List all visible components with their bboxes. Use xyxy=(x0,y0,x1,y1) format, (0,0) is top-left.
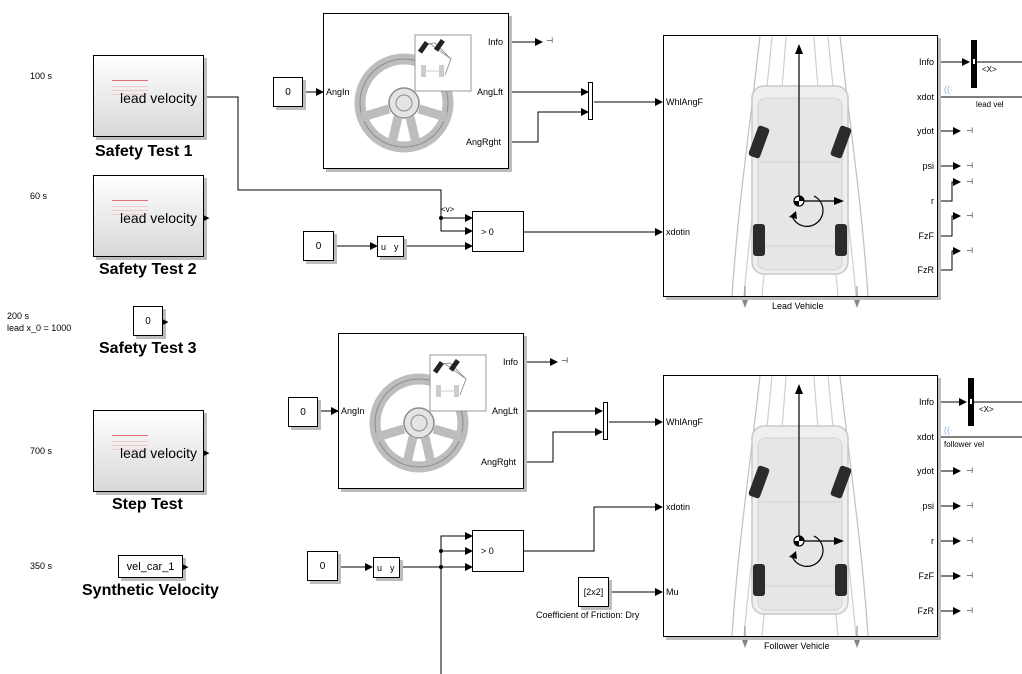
safety-test-1-name: Safety Test 1 xyxy=(95,143,193,160)
output-port-arrow: ▸ xyxy=(204,447,210,459)
note-test2-time: 60 s xyxy=(30,191,48,201)
lead-switch-constant[interactable]: 0 xyxy=(303,231,334,261)
output-port-arrow: ▸ xyxy=(204,212,210,224)
follower-out-info: Info xyxy=(918,397,934,407)
terminator-icon: ⊣ xyxy=(966,466,973,475)
follower-switch-threshold: > 0 xyxy=(481,546,494,556)
follower-mux[interactable] xyxy=(603,402,608,440)
safety-test-1-block[interactable]: lead velocity xyxy=(93,55,204,137)
follower-selector-label: <X> xyxy=(979,405,994,414)
follower-steer-constant[interactable]: 0 xyxy=(288,397,318,427)
note-synthetic-time: 350 s xyxy=(30,561,53,571)
lead-out-psi: psi xyxy=(922,161,934,171)
follower-vehicle-block[interactable] xyxy=(663,375,938,637)
follower-steering-block[interactable] xyxy=(338,333,524,489)
signal-label: lead velocity xyxy=(119,445,197,461)
bus-selector-icon[interactable] xyxy=(971,40,977,88)
friction-name: Coefficient of Friction: Dry xyxy=(536,610,640,620)
y-port: y xyxy=(390,563,395,573)
follower-vel-label: follower vel xyxy=(944,440,985,449)
follower-out-xdot: xdot xyxy=(916,432,934,442)
lead-selector-label: <X> xyxy=(982,65,997,74)
terminator-icon: ⊣ xyxy=(561,356,568,365)
output-port-arrow: ▸ xyxy=(183,561,189,573)
signal-label: lead velocity xyxy=(119,90,197,106)
lead-steering-info-port: Info xyxy=(488,37,504,47)
wireless-signal-icon: ((· xyxy=(944,425,953,435)
follower-steering-info-port: Info xyxy=(503,357,519,367)
lead-bus-label: <v> xyxy=(441,205,455,214)
lead-uy-block[interactable]: u y xyxy=(377,236,404,257)
follower-vehicle-whl-port: WhlAngF xyxy=(666,417,704,427)
lead-vehicle-name: Lead Vehicle xyxy=(772,301,824,311)
lead-steering-left-port: AngLft xyxy=(477,87,504,97)
lead-steering-in-port: AngIn xyxy=(326,87,350,97)
output-port-arrow: ▸ xyxy=(163,316,169,328)
safety-test-3-name: Safety Test 3 xyxy=(99,340,197,357)
step-test-name: Step Test xyxy=(112,496,183,513)
follower-uy-block[interactable]: u y xyxy=(373,557,400,578)
safety-test-2-name: Safety Test 2 xyxy=(99,261,197,278)
follower-steering-left-port: AngLft xyxy=(492,406,519,416)
u-port: u xyxy=(377,563,383,573)
note-test1-time: 100 s xyxy=(30,71,53,81)
lead-mux[interactable] xyxy=(588,82,593,120)
follower-switch-constant[interactable]: 0 xyxy=(307,551,338,581)
bus-selector-icon[interactable] xyxy=(968,378,974,426)
lead-steering-right-port: AngRght xyxy=(466,137,502,147)
signal-builder-icon xyxy=(112,200,148,227)
synthetic-velocity-from-block[interactable]: vel_car_1 xyxy=(118,555,183,578)
lead-out-info: Info xyxy=(918,57,934,67)
safety-test-3-constant[interactable]: 0 xyxy=(133,306,163,336)
follower-out-r: r xyxy=(931,536,934,546)
follower-vehicle-mu-port: Mu xyxy=(666,587,679,597)
lead-out-r: r xyxy=(931,196,934,206)
terminator-icon: ⊣ xyxy=(966,536,973,545)
follower-vehicle-xdot-port: xdotin xyxy=(666,502,691,512)
follower-steering-right-port: AngRght xyxy=(481,457,517,467)
terminator-icon: ⊣ xyxy=(966,606,973,615)
lead-out-xdot: xdot xyxy=(916,92,934,102)
lead-steer-constant[interactable]: 0 xyxy=(273,77,303,107)
lead-out-fzr: FzR xyxy=(917,265,935,275)
terminator-icon: ⊣ xyxy=(546,36,553,45)
lead-vel-label: lead vel xyxy=(976,100,1004,109)
note-step-time: 700 s xyxy=(30,446,53,456)
signal-label: lead velocity xyxy=(119,210,197,226)
follower-out-ydot: ydot xyxy=(916,466,934,476)
y-port: y xyxy=(394,242,399,252)
follower-switch-block[interactable] xyxy=(472,530,524,572)
terminator-icon: ⊣ xyxy=(966,501,973,510)
terminator-icon: ⊣ xyxy=(966,177,973,186)
terminator-icon: ⊣ xyxy=(966,161,973,170)
lead-out-ydot: ydot xyxy=(916,126,934,136)
terminator-icon: ⊣ xyxy=(966,246,973,255)
safety-test-2-block[interactable]: lead velocity xyxy=(93,175,204,257)
lead-out-fzf: FzF xyxy=(918,231,935,241)
signal-builder-icon xyxy=(112,435,148,462)
lead-steering-block[interactable] xyxy=(323,13,509,169)
note-test3-time: 200 s lead x_0 = 1000 xyxy=(7,311,72,333)
follower-out-fzr: FzR xyxy=(917,606,935,616)
friction-constant[interactable]: [2x2] xyxy=(578,577,609,607)
follower-out-psi: psi xyxy=(922,501,934,511)
step-test-block[interactable]: lead velocity xyxy=(93,410,204,492)
wireless-signal-icon: ((· xyxy=(944,84,953,94)
lead-switch-block[interactable] xyxy=(472,211,524,252)
follower-steering-in-port: AngIn xyxy=(341,406,365,416)
synthetic-velocity-name: Synthetic Velocity xyxy=(82,582,219,599)
lead-vehicle-block[interactable] xyxy=(663,35,938,297)
terminator-icon: ⊣ xyxy=(966,211,973,220)
lead-vehicle-whl-port: WhlAngF xyxy=(666,97,704,107)
terminator-icon: ⊣ xyxy=(966,126,973,135)
follower-vehicle-name: Follower Vehicle xyxy=(764,641,830,651)
signal-builder-icon xyxy=(112,80,148,107)
terminator-icon: ⊣ xyxy=(966,571,973,580)
lead-vehicle-xdot-port: xdotin xyxy=(666,227,691,237)
u-port: u xyxy=(381,242,387,252)
lead-switch-threshold: > 0 xyxy=(481,227,494,237)
follower-out-fzf: FzF xyxy=(918,571,935,581)
